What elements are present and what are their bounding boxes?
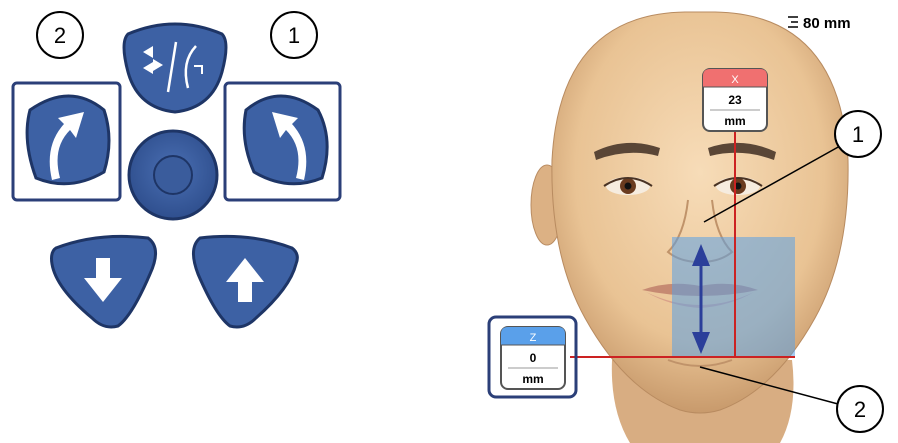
knob-center: [154, 156, 192, 194]
z-axis-indicator: Z 0 mm: [489, 317, 576, 397]
z-axis-value: 0: [530, 351, 537, 365]
scale-label: 80 mm: [803, 15, 851, 32]
center-knob-button[interactable]: [129, 131, 217, 219]
patient-view: 80 mm: [489, 12, 883, 443]
mode-toggle-button[interactable]: [124, 24, 226, 112]
callout-left: 2: [37, 12, 83, 58]
z-axis-label: Z: [530, 332, 537, 344]
x-axis-value: 23: [728, 93, 742, 107]
keypad: 2 1: [13, 12, 340, 327]
scale-icon: [788, 17, 798, 27]
x-axis-label: X: [731, 74, 739, 86]
z-axis-unit: mm: [522, 372, 543, 386]
measurement-region-overlay: [672, 237, 795, 357]
callout-bottom-number: 2: [854, 397, 866, 422]
x-axis-unit: mm: [724, 114, 745, 128]
callout-left-number: 2: [54, 23, 66, 48]
x-axis-indicator: X 23 mm: [703, 69, 767, 131]
rotate-right-button[interactable]: [244, 96, 327, 184]
move-up-button[interactable]: [193, 236, 297, 327]
patient-head-model: [531, 12, 848, 443]
callout-top-number: 1: [852, 122, 864, 147]
scale-indicator: 80 mm: [788, 15, 851, 32]
rotate-left-button[interactable]: [27, 96, 109, 184]
callout-right-number: 1: [288, 23, 300, 48]
callout-right: 1: [271, 12, 317, 58]
move-down-button[interactable]: [52, 236, 156, 327]
